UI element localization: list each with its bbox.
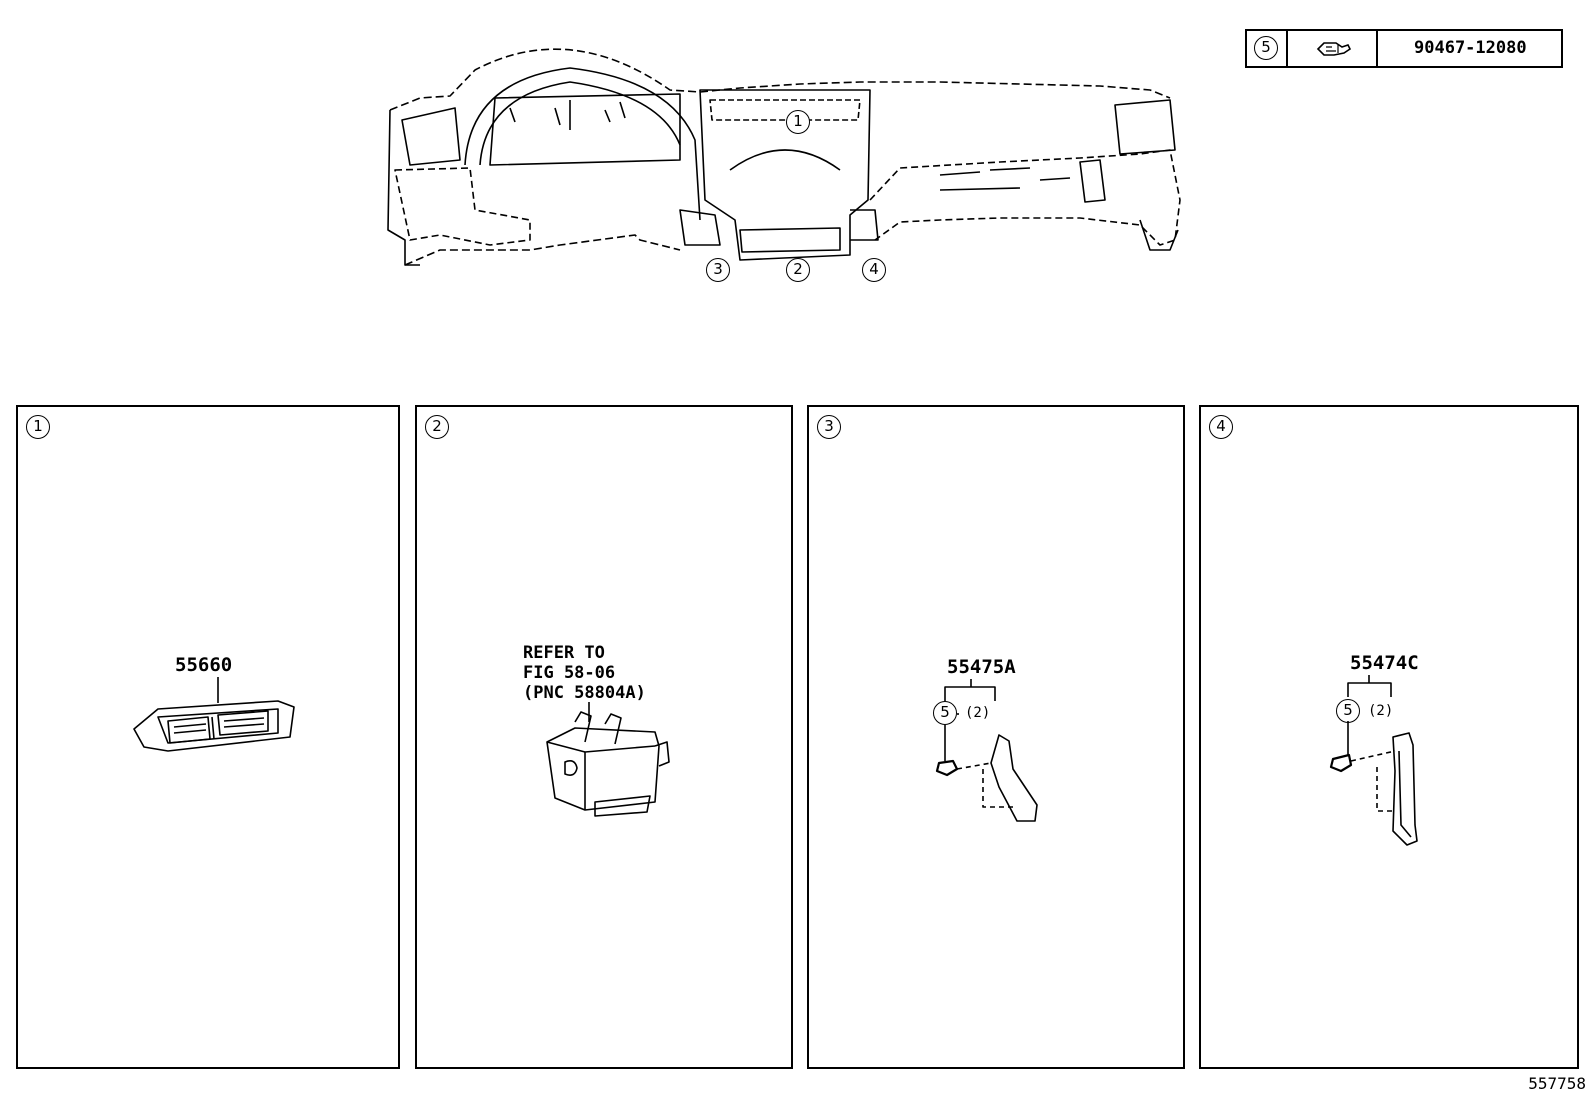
overview-callout-3: 3 (706, 258, 730, 282)
panel-3-clip-callout: 5 (933, 701, 957, 725)
instrument-panel-overview-drawing (387, 48, 1181, 266)
detail-panel-3: 3 55475A 5 (2) (807, 405, 1185, 1069)
refer-line-2: FIG 58-06 (523, 663, 616, 683)
overview-callout-2: 2 (786, 258, 810, 282)
panel-4-part-number: 55474C (1350, 652, 1419, 674)
panel-3-quantity: (2) (965, 705, 991, 721)
legend-icon-cell (1288, 31, 1378, 66)
legend-part-number: 90467-12080 (1414, 38, 1527, 58)
panel-3-part-number: 55475A (947, 656, 1016, 678)
legend-callout-number: 5 (1254, 36, 1278, 60)
heater-control-housing-icon (546, 702, 670, 817)
console-side-panel-icon (935, 679, 1038, 822)
refer-line-3: (PNC 58804A) (523, 683, 646, 703)
panel-2-number: 2 (425, 415, 449, 439)
overview-callout-1: 1 (786, 110, 810, 134)
clip-icon (1316, 42, 1352, 56)
panel-1-part-number: 55660 (175, 654, 233, 676)
detail-panel-1: 1 55660 (16, 405, 400, 1069)
center-air-vent-icon (133, 677, 295, 752)
detail-panel-4: 4 55474C 5 (2) (1199, 405, 1579, 1069)
document-id: 557758 (1528, 1074, 1586, 1093)
refer-line-1: REFER TO (523, 643, 605, 663)
legend-callout-cell: 5 (1247, 31, 1288, 66)
overview-callout-4: 4 (862, 258, 886, 282)
console-side-panel-icon (1329, 675, 1418, 846)
parts-legend-table: 5 90467-12080 (1245, 29, 1563, 68)
panel-3-number: 3 (817, 415, 841, 439)
panel-4-number: 4 (1209, 415, 1233, 439)
legend-part-number-cell: 90467-12080 (1378, 31, 1561, 66)
panel-4-quantity: (2) (1368, 703, 1394, 719)
detail-panel-2: 2 REFER TO FIG 58-06 (PNC 58804A) (415, 405, 793, 1069)
panel-1-number: 1 (26, 415, 50, 439)
